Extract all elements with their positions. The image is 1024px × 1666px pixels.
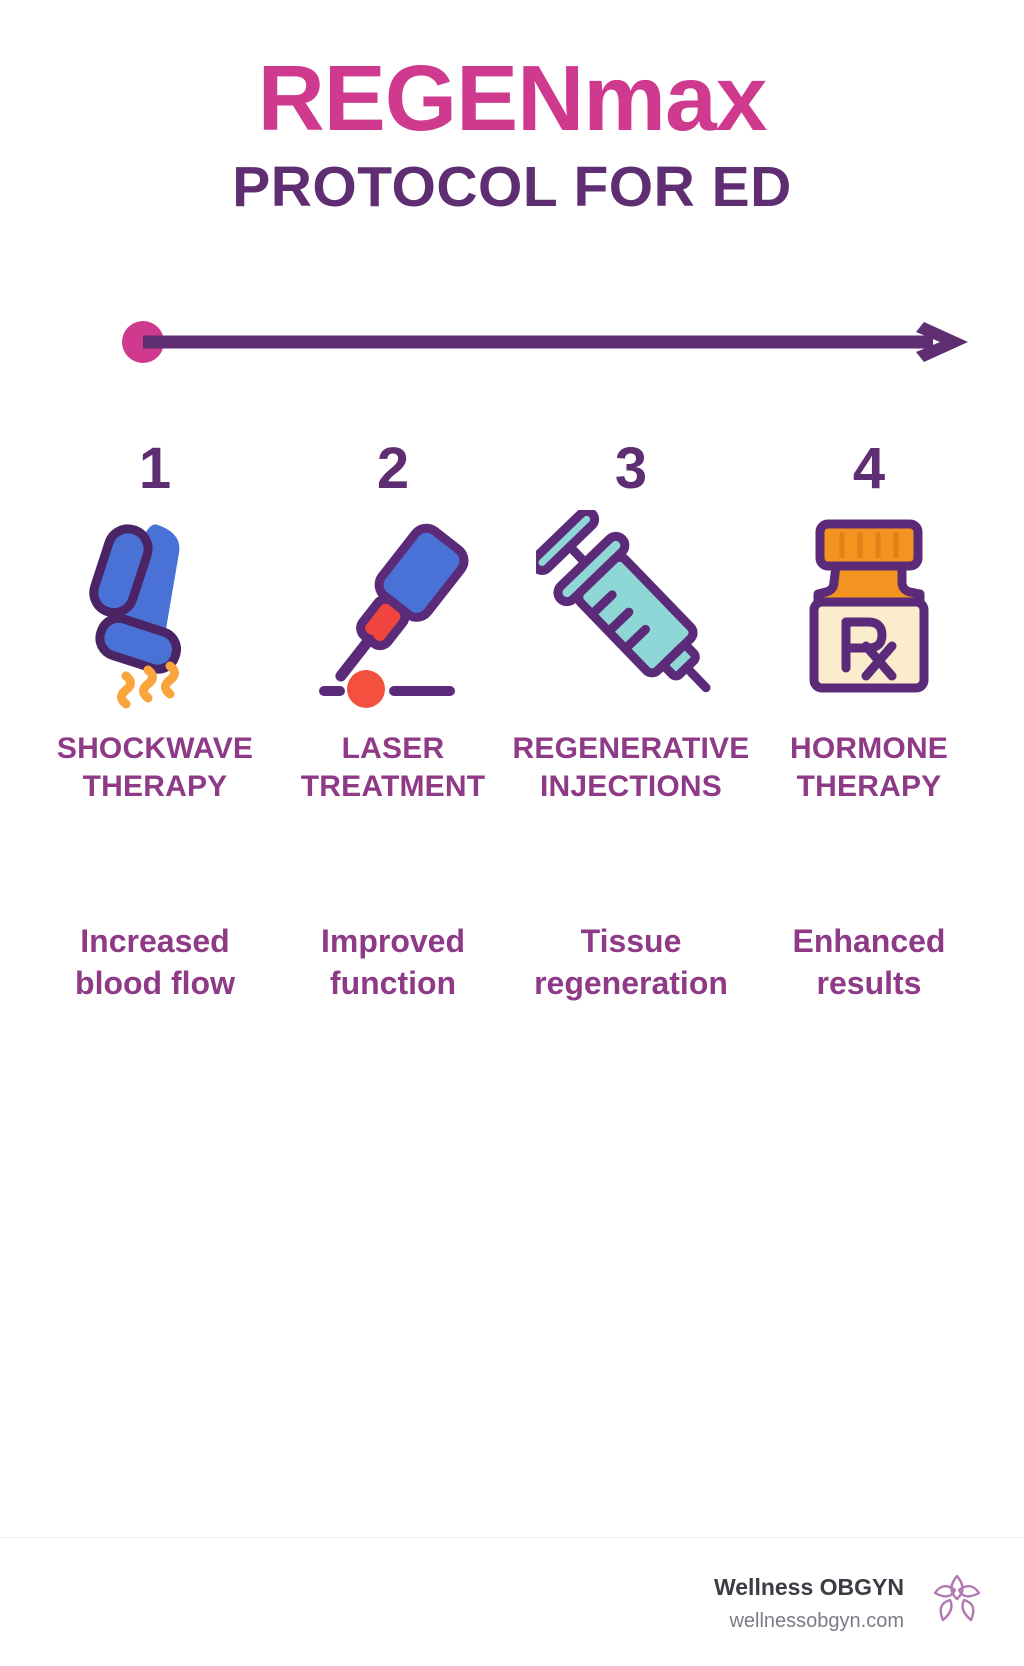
step-number: 1 [138, 436, 172, 501]
benefit-item-2: Improved function [274, 892, 512, 1004]
benefit-text: Tissue regeneration [534, 923, 728, 1002]
benefit-item-1: Increased blood flow [36, 892, 274, 1004]
step-icon-wrapper [784, 510, 954, 710]
page-subtitle: PROTOCOL FOR ED [232, 155, 792, 219]
step-title: LASER TREATMENT [300, 732, 486, 804]
benefit-item-4: Enhanced results [750, 892, 988, 1004]
step-item-4: 4 [750, 440, 988, 807]
footer-divider [0, 1537, 1024, 1538]
brand-primary-text: REGEN [257, 46, 585, 150]
practice-name: Wellness OBGYN [713, 1574, 904, 1600]
steps-row: 1 [36, 440, 988, 807]
timeline-arrow [118, 318, 974, 366]
step-title: REGENERATIVE INJECTIONS [512, 732, 750, 804]
step-icon-wrapper [70, 510, 240, 710]
footer-logo-wrapper [926, 1568, 988, 1635]
step-title: SHOCKWAVE THERAPY [56, 732, 254, 804]
shockwave-device-icon [89, 524, 181, 709]
benefit-text: Increased blood flow [75, 923, 235, 1002]
step-item-2: 2 LASER TREATMENT [274, 440, 512, 807]
pill-bottle-rx-icon [809, 519, 929, 693]
syringe-icon [536, 510, 711, 693]
benefits-row: Increased blood flow Improved function T… [36, 892, 988, 1004]
step-icon-wrapper [536, 510, 726, 710]
footer-text-block: Wellness OBGYN wellnessobgyn.com [714, 1562, 904, 1636]
brand-secondary-text: max [583, 46, 767, 150]
step-number: 3 [614, 436, 648, 501]
step-icon-wrapper [308, 510, 478, 710]
benefit-text: Improved function [320, 923, 466, 1002]
step-title: HORMONE THERAPY [789, 732, 949, 804]
arrow-right-icon [122, 321, 968, 363]
step-item-1: 1 [36, 440, 274, 807]
flower-logo-icon [933, 1574, 981, 1622]
footer: Wellness OBGYN wellnessobgyn.com [0, 1562, 1024, 1666]
website-url[interactable]: wellnessobgyn.com [729, 1610, 904, 1633]
benefit-item-3: Tissue regeneration [512, 892, 750, 1004]
laser-pen-icon [319, 523, 469, 708]
step-number: 2 [376, 436, 410, 501]
page-title: REGENmax [0, 52, 1024, 145]
benefit-text: Enhanced results [792, 923, 946, 1002]
step-item-3: 3 [512, 440, 750, 807]
header: REGENmax PROTOCOL FOR ED [0, 52, 1024, 216]
step-number: 4 [852, 436, 886, 501]
